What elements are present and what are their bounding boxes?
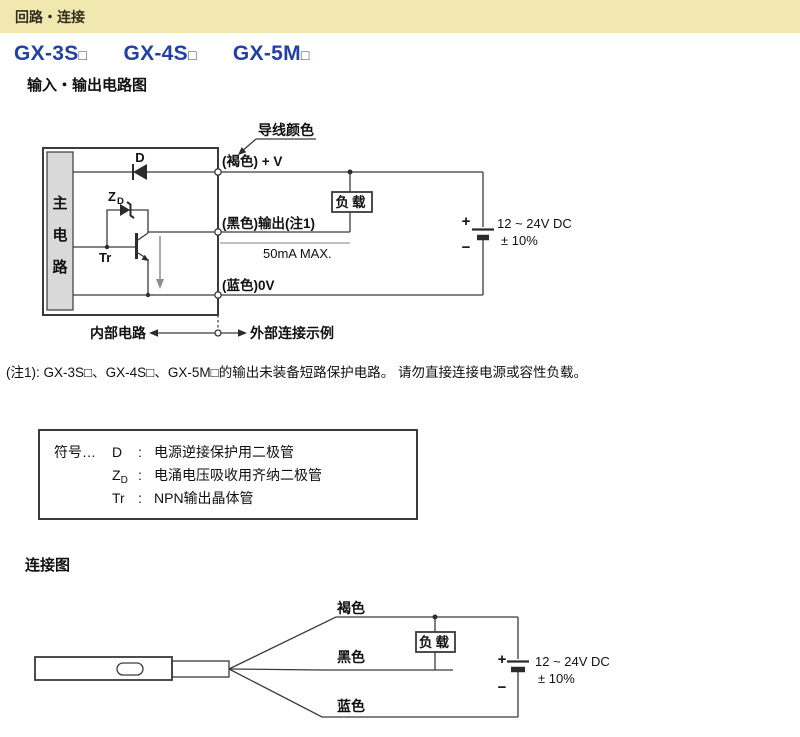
io-circuit-diagram: 主 电 路 D Z D Tr (42, 122, 572, 341)
model-title: GX-3S□ GX-4S□ GX-5M□ (14, 42, 340, 66)
terminal-circle-black (214, 228, 222, 236)
legend-desc: 电涌电压吸收用齐纳二极管 (154, 466, 322, 483)
zener-label-main: Z (108, 189, 116, 204)
diode-symbol: D (132, 150, 147, 180)
model-suffix-square: □ (300, 47, 310, 63)
legend-colon: : (138, 466, 142, 483)
wire-label-brown: 褐色 (336, 600, 365, 616)
legend-symbol: Tr (112, 489, 125, 506)
sensor-indicator-oval (116, 662, 144, 676)
arrowhead-right (238, 329, 247, 337)
io-circuit-heading: 输入・输出电路图 (27, 77, 148, 94)
transistor-label: Tr (99, 250, 111, 265)
load-label: 负载 (419, 634, 452, 650)
main-circuit-char: 主 (52, 194, 67, 212)
legend-row: ZD : 电涌电压吸收用齐纳二极管 (54, 463, 416, 486)
supply-tolerance: ± 10% (501, 233, 538, 248)
legend-prefix: 符号… (54, 443, 96, 460)
legend-symbol: ZD (112, 466, 128, 486)
main-circuit-char: 路 (52, 258, 68, 276)
load-label: 负载 (336, 194, 369, 210)
main-circuit-block: 主 电 路 (46, 151, 74, 311)
wire-brown (228, 616, 518, 670)
internal-external-arrow: 内部电路 外部连接示例 (90, 315, 334, 341)
sensor-body (34, 656, 230, 681)
battery-minus: − (498, 679, 507, 696)
current-direction-arrow (156, 236, 164, 289)
supply-voltage: 12 ~ 24V DC (497, 216, 572, 231)
current-max-label: 50mA MAX. (263, 246, 332, 261)
wire-color-callout: 导线颜色 (238, 122, 316, 155)
battery-symbol: + − 12 ~ 24V DC ± 10% (462, 172, 572, 295)
legend-row: Tr : NPN输出晶体管 (54, 486, 416, 509)
load-box: 负载 (415, 617, 456, 670)
terminal-label-blue: (蓝色)0V (222, 277, 275, 293)
terminal-circle-blue (214, 291, 222, 299)
battery-plus: + (462, 213, 471, 230)
legend-colon: : (138, 443, 142, 460)
model-suffix-square: □ (187, 47, 197, 63)
legend-desc: NPN输出晶体管 (154, 489, 254, 506)
legend-symbol: D (112, 443, 123, 460)
wire-black (228, 668, 453, 671)
main-circuit-char: 电 (52, 226, 67, 244)
model-name: GX-5M□ (232, 42, 310, 65)
wire-blue (228, 668, 518, 718)
external-connection-label: 外部连接示例 (250, 325, 334, 341)
wire-color-label: 导线颜色 (258, 122, 314, 138)
boundary-circle (214, 329, 222, 337)
load-box: 负载 (331, 172, 373, 232)
battery-minus: − (462, 239, 471, 256)
wire-label-blue: 蓝色 (337, 698, 365, 714)
connection-diagram-heading: 连接图 (25, 557, 71, 574)
internal-circuit-label: 内部电路 (90, 325, 147, 341)
arrowhead-left (149, 329, 158, 337)
model-name: GX-4S□ (123, 42, 197, 65)
diode-label: D (135, 150, 144, 165)
legend-row: 符号… D : 电源逆接保护用二极管 (54, 440, 416, 463)
section-band: 回路・连接 (0, 0, 800, 33)
zener-symbol: Z D (106, 189, 149, 247)
battery-symbol: + − 12 ~ 24V DC ± 10% (498, 617, 610, 717)
terminal-circle-brown (214, 168, 222, 176)
terminal-label-black: (黑色)输出(注1) (222, 215, 315, 231)
leader-arrowhead (238, 147, 247, 155)
supply-tolerance: ± 10% (538, 671, 575, 686)
sensor-cable-boot (171, 660, 230, 678)
wire-label-black: 黑色 (337, 649, 365, 665)
npn-transistor-symbol: Tr (73, 232, 151, 298)
legend-colon: : (138, 489, 142, 506)
model-suffix-square: □ (78, 47, 88, 63)
note-1: (注1): GX-3S□、GX-4S□、GX-5M□的输出未装备短路保护电路。 … (6, 365, 587, 380)
connection-diagram: 褐色 黑色 蓝色 负载 + − 12 ~ 24V DC ± 10% (34, 600, 610, 718)
battery-plus: + (498, 651, 507, 668)
zener-label-sub: D (117, 196, 124, 207)
legend-desc: 电源逆接保护用二极管 (154, 443, 294, 460)
section-band-title: 回路・连接 (15, 8, 85, 25)
model-name: GX-3S□ (14, 42, 88, 65)
terminal-label-brown: (褐色) + V (222, 153, 282, 169)
supply-voltage: 12 ~ 24V DC (535, 654, 610, 669)
symbol-legend-box: 符号… D : 电源逆接保护用二极管 ZD : 电涌电压吸收用齐纳二极管 Tr … (38, 429, 418, 520)
